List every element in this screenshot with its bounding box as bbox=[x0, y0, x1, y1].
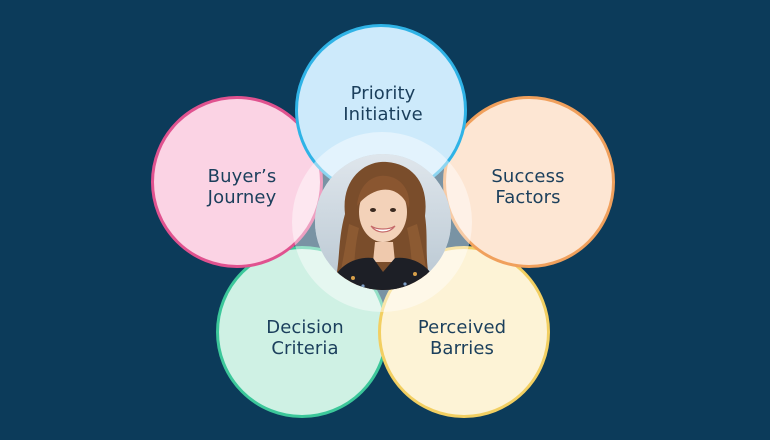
label-decision-criteria: Decision Criteria bbox=[230, 317, 380, 359]
label-line: Buyer’s bbox=[207, 166, 277, 187]
label-success-factors: Success Factors bbox=[453, 166, 603, 208]
label-line: Criteria bbox=[271, 338, 339, 359]
label-line: Factors bbox=[495, 187, 561, 208]
person-portrait bbox=[315, 154, 451, 290]
label-line: Perceived bbox=[417, 317, 507, 338]
label-line: Journey bbox=[207, 187, 277, 208]
label-line: Priority bbox=[350, 83, 416, 104]
label-line: Decision bbox=[266, 317, 344, 338]
label-line: Initiative bbox=[343, 104, 423, 125]
label-line: Success bbox=[491, 166, 565, 187]
petal-buyers-journey bbox=[151, 96, 323, 268]
petal-success-factors bbox=[443, 96, 615, 268]
label-perceived-barries: Perceived Barries bbox=[387, 317, 537, 359]
label-priority-initiative: Priority Initiative bbox=[308, 83, 458, 125]
person-portrait-icon bbox=[315, 154, 451, 290]
label-buyers-journey: Buyer’s Journey bbox=[167, 166, 317, 208]
label-line: Barries bbox=[429, 338, 495, 359]
